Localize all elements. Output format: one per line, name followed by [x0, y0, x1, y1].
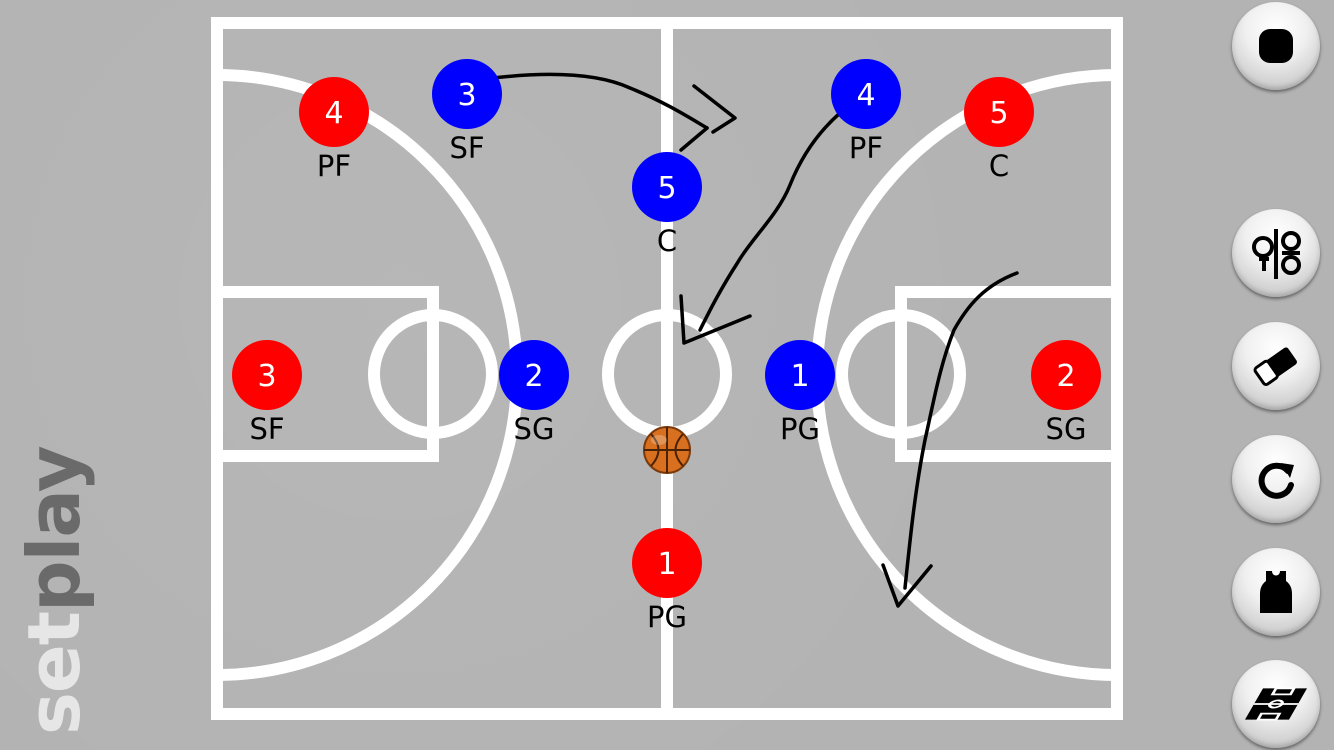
basketball-seams [644, 427, 690, 473]
player-token[interactable] [1031, 340, 1101, 410]
red-team-player-sg[interactable]: 2SG [1031, 340, 1101, 446]
player-position-label: SG [514, 412, 555, 446]
blue-team-player-sf[interactable]: 3SF [432, 59, 502, 165]
player-number: 4 [856, 78, 875, 113]
drawn-path-sf-tail [679, 126, 709, 152]
record-stop-icon [1259, 29, 1293, 63]
player-position-label: C [657, 224, 677, 258]
eraser-button[interactable] [1232, 322, 1320, 410]
court-select-button[interactable] [1232, 660, 1320, 748]
player-token[interactable] [831, 59, 901, 129]
player-number: 4 [324, 96, 343, 131]
player-position-label: SF [249, 412, 284, 446]
player-token[interactable] [299, 77, 369, 147]
basketball-highlight [651, 435, 667, 445]
redo-button[interactable] [1232, 435, 1320, 523]
player-position-label: PG [647, 600, 687, 634]
right-key [895, 286, 1123, 462]
player-number: 2 [524, 359, 543, 394]
player-number: 5 [657, 171, 676, 206]
jersey-icon [1260, 571, 1292, 613]
basketball[interactable] [643, 426, 691, 474]
blue-team-player-pg[interactable]: 1PG [765, 340, 835, 446]
player-token[interactable] [964, 77, 1034, 147]
blue-team-player-c[interactable]: 5C [632, 152, 702, 258]
drawn-path-right [903, 271, 1019, 590]
play-drawing [491, 72, 1019, 608]
team-swap-icon [1252, 229, 1301, 279]
player-position-label: SG [1046, 412, 1087, 446]
player-token[interactable] [632, 152, 702, 222]
red-team-player-sf[interactable]: 3SF [232, 340, 302, 446]
drawn-path-sf [491, 72, 709, 130]
drawn-arrowhead-right [881, 563, 933, 608]
player-number: 3 [457, 78, 476, 113]
court-select-icon [1244, 687, 1308, 721]
drawn-path-pf [698, 111, 842, 332]
left-free-throw-circle [368, 309, 498, 439]
drawn-arrowhead-pf [679, 294, 752, 345]
left-key [211, 286, 439, 462]
player-number: 3 [257, 359, 276, 394]
jersey-button[interactable] [1232, 548, 1320, 636]
player-token[interactable] [499, 340, 569, 410]
player-position-label: PG [780, 412, 820, 446]
eraser-icon [1253, 347, 1297, 386]
record-button[interactable] [1232, 2, 1320, 90]
player-position-label: C [989, 149, 1009, 183]
red-team-player-pf[interactable]: 4PF [299, 77, 369, 183]
player-token[interactable] [432, 59, 502, 129]
right-free-throw-circle [836, 309, 966, 439]
player-token[interactable] [632, 528, 702, 598]
player-number: 2 [1056, 359, 1075, 394]
player-token[interactable] [765, 340, 835, 410]
player-position-label: SF [449, 131, 484, 165]
team-swap-button[interactable] [1232, 209, 1320, 297]
blue-team-player-pf[interactable]: 4PF [831, 59, 901, 165]
player-position-label: PF [317, 149, 351, 183]
player-token[interactable] [232, 340, 302, 410]
blue-team-player-sg[interactable]: 2SG [499, 340, 569, 446]
player-number: 5 [989, 96, 1008, 131]
red-team-player-c[interactable]: 5C [964, 77, 1034, 183]
player-position-label: PF [849, 131, 883, 165]
player-number: 1 [657, 547, 676, 582]
redo-icon [1258, 462, 1294, 499]
drawn-arrowhead-sf [692, 84, 737, 134]
player-number: 1 [790, 359, 809, 394]
red-team-player-pg[interactable]: 1PG [632, 528, 702, 634]
